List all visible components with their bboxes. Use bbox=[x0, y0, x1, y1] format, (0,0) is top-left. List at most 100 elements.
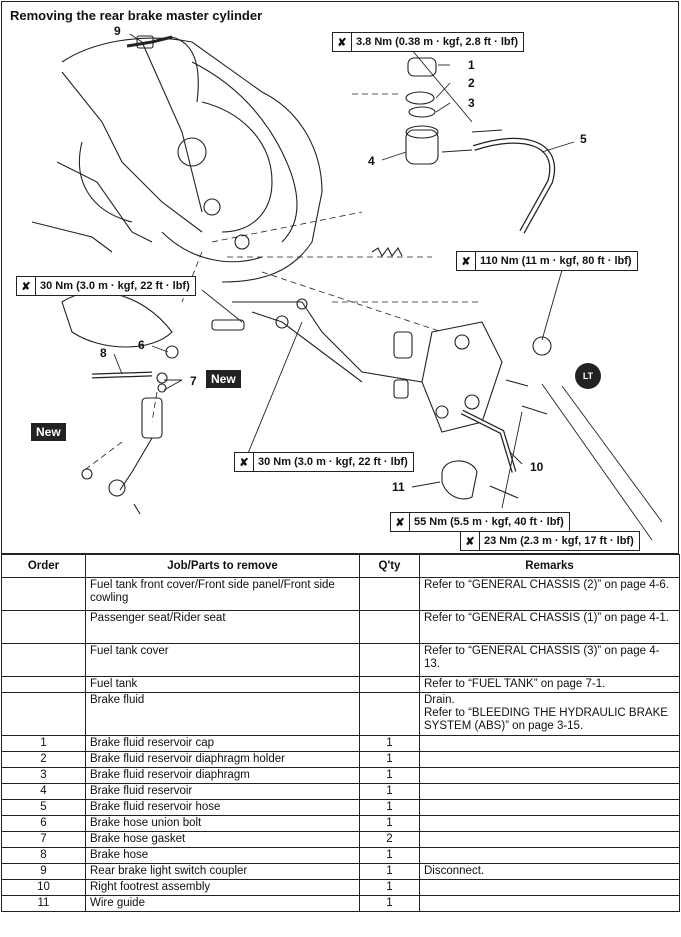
remarks-cell: Refer to “GENERAL CHASSIS (1)” on page 4… bbox=[419, 610, 680, 644]
order-cell bbox=[1, 676, 86, 693]
order-cell: 11 bbox=[1, 895, 86, 912]
qty-cell: 1 bbox=[359, 879, 420, 896]
qty-cell: 1 bbox=[359, 815, 420, 832]
callout-8: 8 bbox=[100, 346, 107, 360]
removal-parts-table: Order Job/Parts to remove Q'ty Remarks F… bbox=[1, 554, 680, 912]
qty-cell: 1 bbox=[359, 895, 420, 912]
qty-cell: 2 bbox=[359, 831, 420, 848]
torque-wrench-icon: ✘ bbox=[461, 532, 480, 550]
exploded-diagram: Removing the rear brake master cylinder bbox=[1, 1, 679, 554]
qty-cell bbox=[359, 676, 420, 693]
qty-cell bbox=[359, 692, 420, 736]
qty-cell: 1 bbox=[359, 751, 420, 768]
remarks-cell bbox=[419, 895, 680, 912]
qty-cell: 1 bbox=[359, 767, 420, 784]
callout-4: 4 bbox=[368, 154, 375, 168]
remarks-cell bbox=[419, 783, 680, 800]
remarks-cell bbox=[419, 767, 680, 784]
part-cell: Right footrest assembly bbox=[85, 879, 360, 896]
order-cell bbox=[1, 577, 86, 611]
order-cell bbox=[1, 610, 86, 644]
part-cell: Brake hose gasket bbox=[85, 831, 360, 848]
order-cell: 3 bbox=[1, 767, 86, 784]
column-header-order: Order bbox=[1, 554, 86, 578]
new-part-badge: New bbox=[31, 423, 66, 441]
order-cell: 1 bbox=[1, 735, 86, 752]
figure-title: Removing the rear brake master cylinder bbox=[10, 8, 263, 23]
callout-7: 7 bbox=[190, 374, 197, 388]
order-cell: 8 bbox=[1, 847, 86, 864]
part-cell: Passenger seat/Rider seat bbox=[85, 610, 360, 644]
order-cell: 7 bbox=[1, 831, 86, 848]
remarks-cell: Refer to “GENERAL CHASSIS (2)” on page 4… bbox=[419, 577, 680, 611]
qty-cell: 1 bbox=[359, 735, 420, 752]
table-row: Passenger seat/Rider seat Refer to “GENER… bbox=[1, 610, 680, 644]
remarks-cell bbox=[419, 735, 680, 752]
callout-9: 9 bbox=[114, 24, 121, 38]
qty-cell: 1 bbox=[359, 847, 420, 864]
part-cell: Brake fluid bbox=[85, 692, 360, 736]
torque-wrench-icon: ✘ bbox=[235, 453, 254, 471]
qty-cell bbox=[359, 577, 420, 611]
torque-spec-master-cylinder-bolt: ✘ 30 Nm (3.0 m · kgf, 22 ft · lbf) bbox=[234, 452, 414, 472]
torque-value: 30 Nm (3.0 m · kgf, 22 ft · lbf) bbox=[40, 280, 190, 292]
order-cell: 5 bbox=[1, 799, 86, 816]
torque-value: 3.8 Nm (0.38 m · kgf, 2.8 ft · lbf) bbox=[356, 36, 518, 48]
qty-cell: 1 bbox=[359, 783, 420, 800]
remarks-cell bbox=[419, 831, 680, 848]
callout-6: 6 bbox=[138, 338, 145, 352]
qty-cell: 1 bbox=[359, 799, 420, 816]
torque-value: 23 Nm (2.3 m · kgf, 17 ft · lbf) bbox=[484, 535, 634, 547]
torque-wrench-icon: ✘ bbox=[17, 277, 36, 295]
new-part-badge: New bbox=[206, 370, 241, 388]
table-row: Fuel tank Refer to “FUEL TANK” on page 7-… bbox=[1, 676, 680, 693]
callout-10: 10 bbox=[530, 460, 544, 474]
order-cell: 2 bbox=[1, 751, 86, 768]
torque-spec-reservoir-bolt: ✘ 3.8 Nm (0.38 m · kgf, 2.8 ft · lbf) bbox=[332, 32, 524, 52]
callout-2: 2 bbox=[468, 76, 475, 90]
part-cell: Rear brake light switch coupler bbox=[85, 863, 360, 880]
order-cell bbox=[1, 643, 86, 677]
remarks-cell: Refer to “GENERAL CHASSIS (3)” on page 4… bbox=[419, 643, 680, 677]
callout-5: 5 bbox=[580, 132, 587, 146]
order-cell: 9 bbox=[1, 863, 86, 880]
table-row: Fuel tank cover Refer to “GENERAL CHASSIS… bbox=[1, 643, 680, 677]
torque-value: 30 Nm (3.0 m · kgf, 22 ft · lbf) bbox=[258, 456, 408, 468]
remarks-cell: Drain. Refer to “BLEEDING THE HYDRAULIC … bbox=[419, 692, 680, 736]
torque-spec-footrest-screw: ✘ 23 Nm (2.3 m · kgf, 17 ft · lbf) bbox=[460, 531, 640, 551]
qty-cell: 1 bbox=[359, 863, 420, 880]
order-cell bbox=[1, 692, 86, 736]
column-header-qty: Q'ty bbox=[359, 554, 420, 578]
part-cell: Fuel tank bbox=[85, 676, 360, 693]
torque-value: 110 Nm (11 m · kgf, 80 ft · lbf) bbox=[480, 255, 632, 267]
part-cell: Fuel tank cover bbox=[85, 643, 360, 677]
column-header-job-parts: Job/Parts to remove bbox=[85, 554, 360, 578]
order-cell: 4 bbox=[1, 783, 86, 800]
part-cell: Brake hose union bolt bbox=[85, 815, 360, 832]
remarks-cell bbox=[419, 879, 680, 896]
remarks-cell: Refer to “FUEL TANK” on page 7-1. bbox=[419, 676, 680, 693]
callout-11: 11 bbox=[392, 480, 405, 494]
remarks-cell bbox=[419, 751, 680, 768]
table-row: Fuel tank front cover/Front side panel/F… bbox=[1, 577, 680, 611]
part-cell: Fuel tank front cover/Front side panel/F… bbox=[85, 577, 360, 611]
part-cell: Brake fluid reservoir diaphragm holder bbox=[85, 751, 360, 768]
remarks-cell bbox=[419, 847, 680, 864]
qty-cell bbox=[359, 610, 420, 644]
locktite-badge: LT bbox=[575, 363, 601, 389]
part-cell: Brake fluid reservoir bbox=[85, 783, 360, 800]
torque-spec-union-bolt: ✘ 30 Nm (3.0 m · kgf, 22 ft · lbf) bbox=[16, 276, 196, 296]
part-cell: Brake fluid reservoir hose bbox=[85, 799, 360, 816]
qty-cell bbox=[359, 643, 420, 677]
order-cell: 10 bbox=[1, 879, 86, 896]
